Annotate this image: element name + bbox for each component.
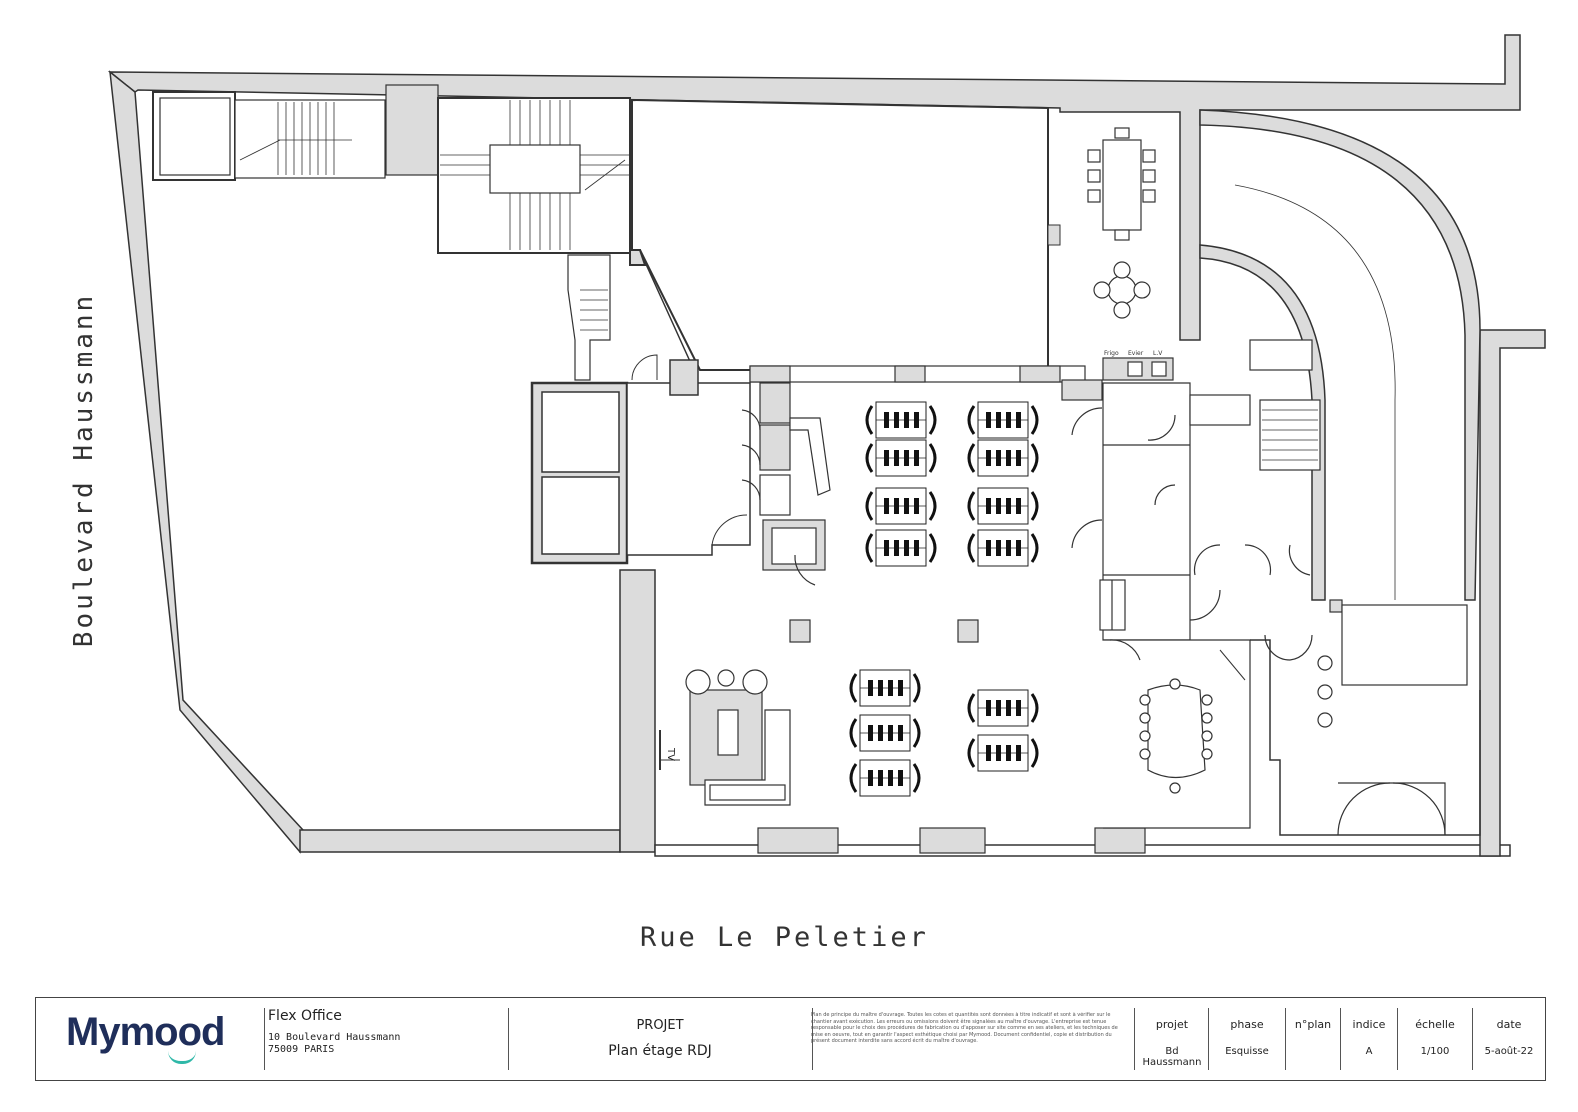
svg-text:Evier: Evier [1128, 350, 1144, 357]
disclaimer-notes: Plan de principe du maître d'ouvrage. To… [811, 1012, 1118, 1044]
central-block [629, 98, 1061, 371]
desk-cluster-south [849, 668, 1039, 798]
svg-text:Frigo: Frigo [1104, 350, 1119, 357]
address-line1: 10 Boulevard Haussmann [268, 1032, 401, 1043]
open-space-walls [749, 365, 1146, 854]
svg-text:L.V: L.V [1153, 350, 1163, 357]
logo-smile-icon [168, 1051, 196, 1064]
wc-block [741, 382, 831, 586]
street-label-left: Boulevard Haussmann [69, 292, 99, 648]
meeting-zone-north [1087, 127, 1174, 381]
column-phase: phase Esquisse [1225, 1018, 1269, 1057]
column-indice: indice A [1352, 1018, 1386, 1057]
kitchen-labels: Frigo Evier L.V [1104, 350, 1163, 357]
stair-core [152, 84, 631, 381]
address-line2: 75009 PARIS [268, 1044, 335, 1055]
company-name: Flex Office [268, 1008, 342, 1024]
column-echelle: échelle 1/100 [1415, 1018, 1455, 1057]
desk-cluster-north [865, 400, 1039, 568]
column-nplan: n°plan [1294, 1018, 1332, 1031]
title-block: Mymood Flex Office 10 Boulevard Haussman… [35, 997, 1546, 1081]
lounge-area [659, 669, 791, 806]
column-projet: projet Bd Haussmann [1142, 1018, 1202, 1068]
project-name: Plan étage RDJ [608, 1043, 712, 1059]
column-date: date 5-août-22 [1484, 1018, 1534, 1057]
exterior-walls [107, 34, 1546, 857]
meeting-room-south [1139, 649, 1246, 794]
project-heading: PROJET [636, 1018, 684, 1033]
street-label-bottom: Rue Le Peletier [640, 922, 929, 953]
service-rooms [530, 354, 751, 565]
right-rooms [1061, 184, 1481, 836]
brand-logo: Mymood [66, 1010, 225, 1054]
tv-label: TV [665, 747, 676, 761]
